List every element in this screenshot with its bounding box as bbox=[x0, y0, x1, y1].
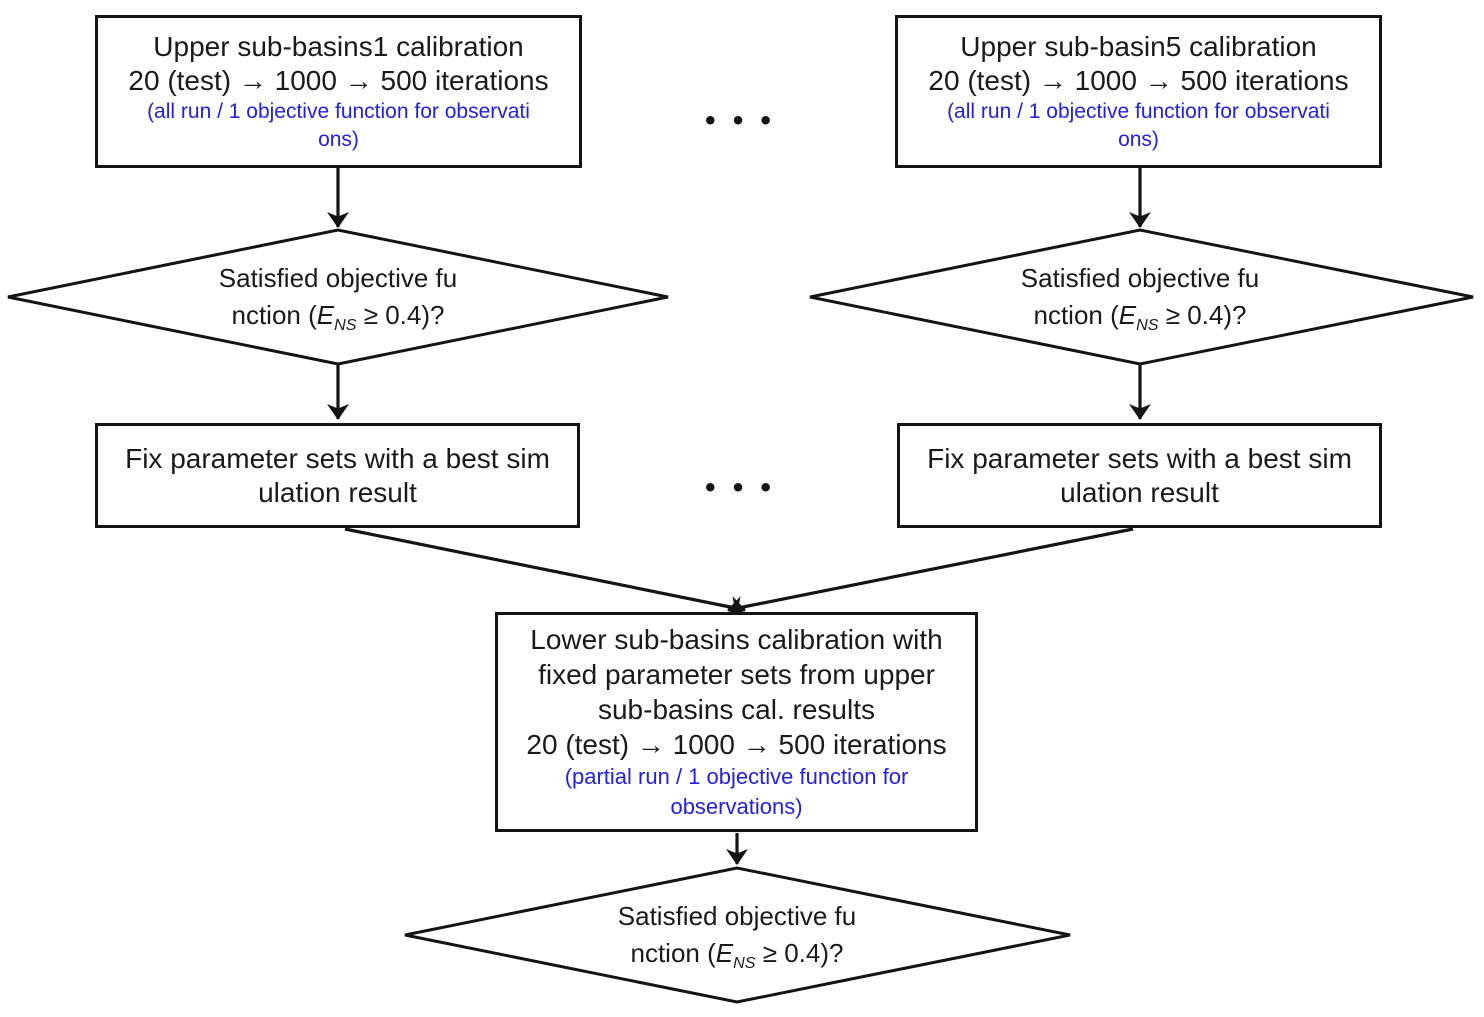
upper-right-title: Upper sub-basin5 calibration bbox=[960, 30, 1317, 62]
fix-parameters-box-left: Fix parameter sets with a best sim ulati… bbox=[95, 423, 580, 528]
upper-right-iterations: 20 (test) → 1000 → 500 iterations bbox=[928, 64, 1349, 96]
decision-bottom-line1: Satisfied objective fu bbox=[617, 901, 857, 931]
ens-subscript: NS bbox=[1136, 316, 1159, 335]
lower-note-line1: (partial run / 1 objective function for bbox=[564, 764, 909, 789]
lower-calibration-box: Lower sub-basins calibration with fixed … bbox=[495, 612, 978, 832]
decision-diamond-upper-left bbox=[7, 228, 669, 366]
fix-left-line1: Fix parameter sets with a best sim bbox=[125, 442, 550, 474]
decision-bottom-line2: nction (ENS ≥ 0.4)? bbox=[630, 938, 844, 973]
decision-left-line1: Satisfied objective fu bbox=[218, 263, 458, 293]
lower-line3: sub-basins cal. results bbox=[597, 694, 875, 725]
ellipsis-upper: • • • bbox=[702, 107, 776, 135]
decision-diamond-upper-right bbox=[809, 228, 1474, 366]
ens-variable: E bbox=[1118, 300, 1137, 330]
decision-label-lower: Satisfied objective fu nction (ENS ≥ 0.4… bbox=[537, 898, 937, 972]
fix-right-line2: ulation result bbox=[1060, 476, 1219, 508]
arrow-fix-right-to-lower-box bbox=[727, 527, 1134, 618]
upper-left-iterations: 20 (test) → 1000 → 500 iterations bbox=[128, 64, 549, 96]
ellipsis-middle: • • • bbox=[702, 474, 776, 502]
upper-left-calibration-box: Upper sub-basins1 calibration 20 (test) … bbox=[95, 15, 582, 168]
ens-subscript: NS bbox=[733, 954, 756, 973]
decision-right-line2: nction (ENS ≥ 0.4)? bbox=[1033, 300, 1247, 335]
fix-right-line1: Fix parameter sets with a best sim bbox=[927, 442, 1352, 474]
upper-right-note-line1: (all run / 1 objective function for obse… bbox=[947, 99, 1330, 123]
lower-line2: fixed parameter sets from upper bbox=[538, 659, 935, 690]
decision-label-upper-right: Satisfied objective fu nction (ENS ≥ 0.4… bbox=[940, 260, 1340, 334]
fix-left-line2: ulation result bbox=[258, 476, 417, 508]
decision-left-line2: nction (ENS ≥ 0.4)? bbox=[231, 300, 445, 335]
upper-right-calibration-box: Upper sub-basin5 calibration 20 (test) →… bbox=[895, 15, 1382, 168]
arrow-fix-left-to-lower-box bbox=[344, 527, 746, 618]
fix-parameters-box-right: Fix parameter sets with a best sim ulati… bbox=[897, 423, 1382, 528]
decision-label-upper-left: Satisfied objective fu nction (ENS ≥ 0.4… bbox=[138, 260, 538, 334]
upper-right-note-line2: ons) bbox=[1118, 127, 1159, 151]
lower-line4: 20 (test) → 1000 → 500 iterations bbox=[526, 729, 947, 760]
lower-line1: Lower sub-basins calibration with bbox=[530, 624, 943, 655]
ens-variable: E bbox=[316, 300, 335, 330]
ens-variable: E bbox=[715, 938, 734, 968]
upper-left-note-line1: (all run / 1 objective function for obse… bbox=[147, 99, 530, 123]
upper-left-title: Upper sub-basins1 calibration bbox=[153, 30, 524, 62]
ens-subscript: NS bbox=[334, 316, 357, 335]
upper-left-note-line2: ons) bbox=[318, 127, 359, 151]
decision-right-line1: Satisfied objective fu bbox=[1020, 263, 1260, 293]
decision-diamond-lower bbox=[404, 866, 1071, 1004]
lower-note-line2: observations) bbox=[670, 794, 803, 819]
